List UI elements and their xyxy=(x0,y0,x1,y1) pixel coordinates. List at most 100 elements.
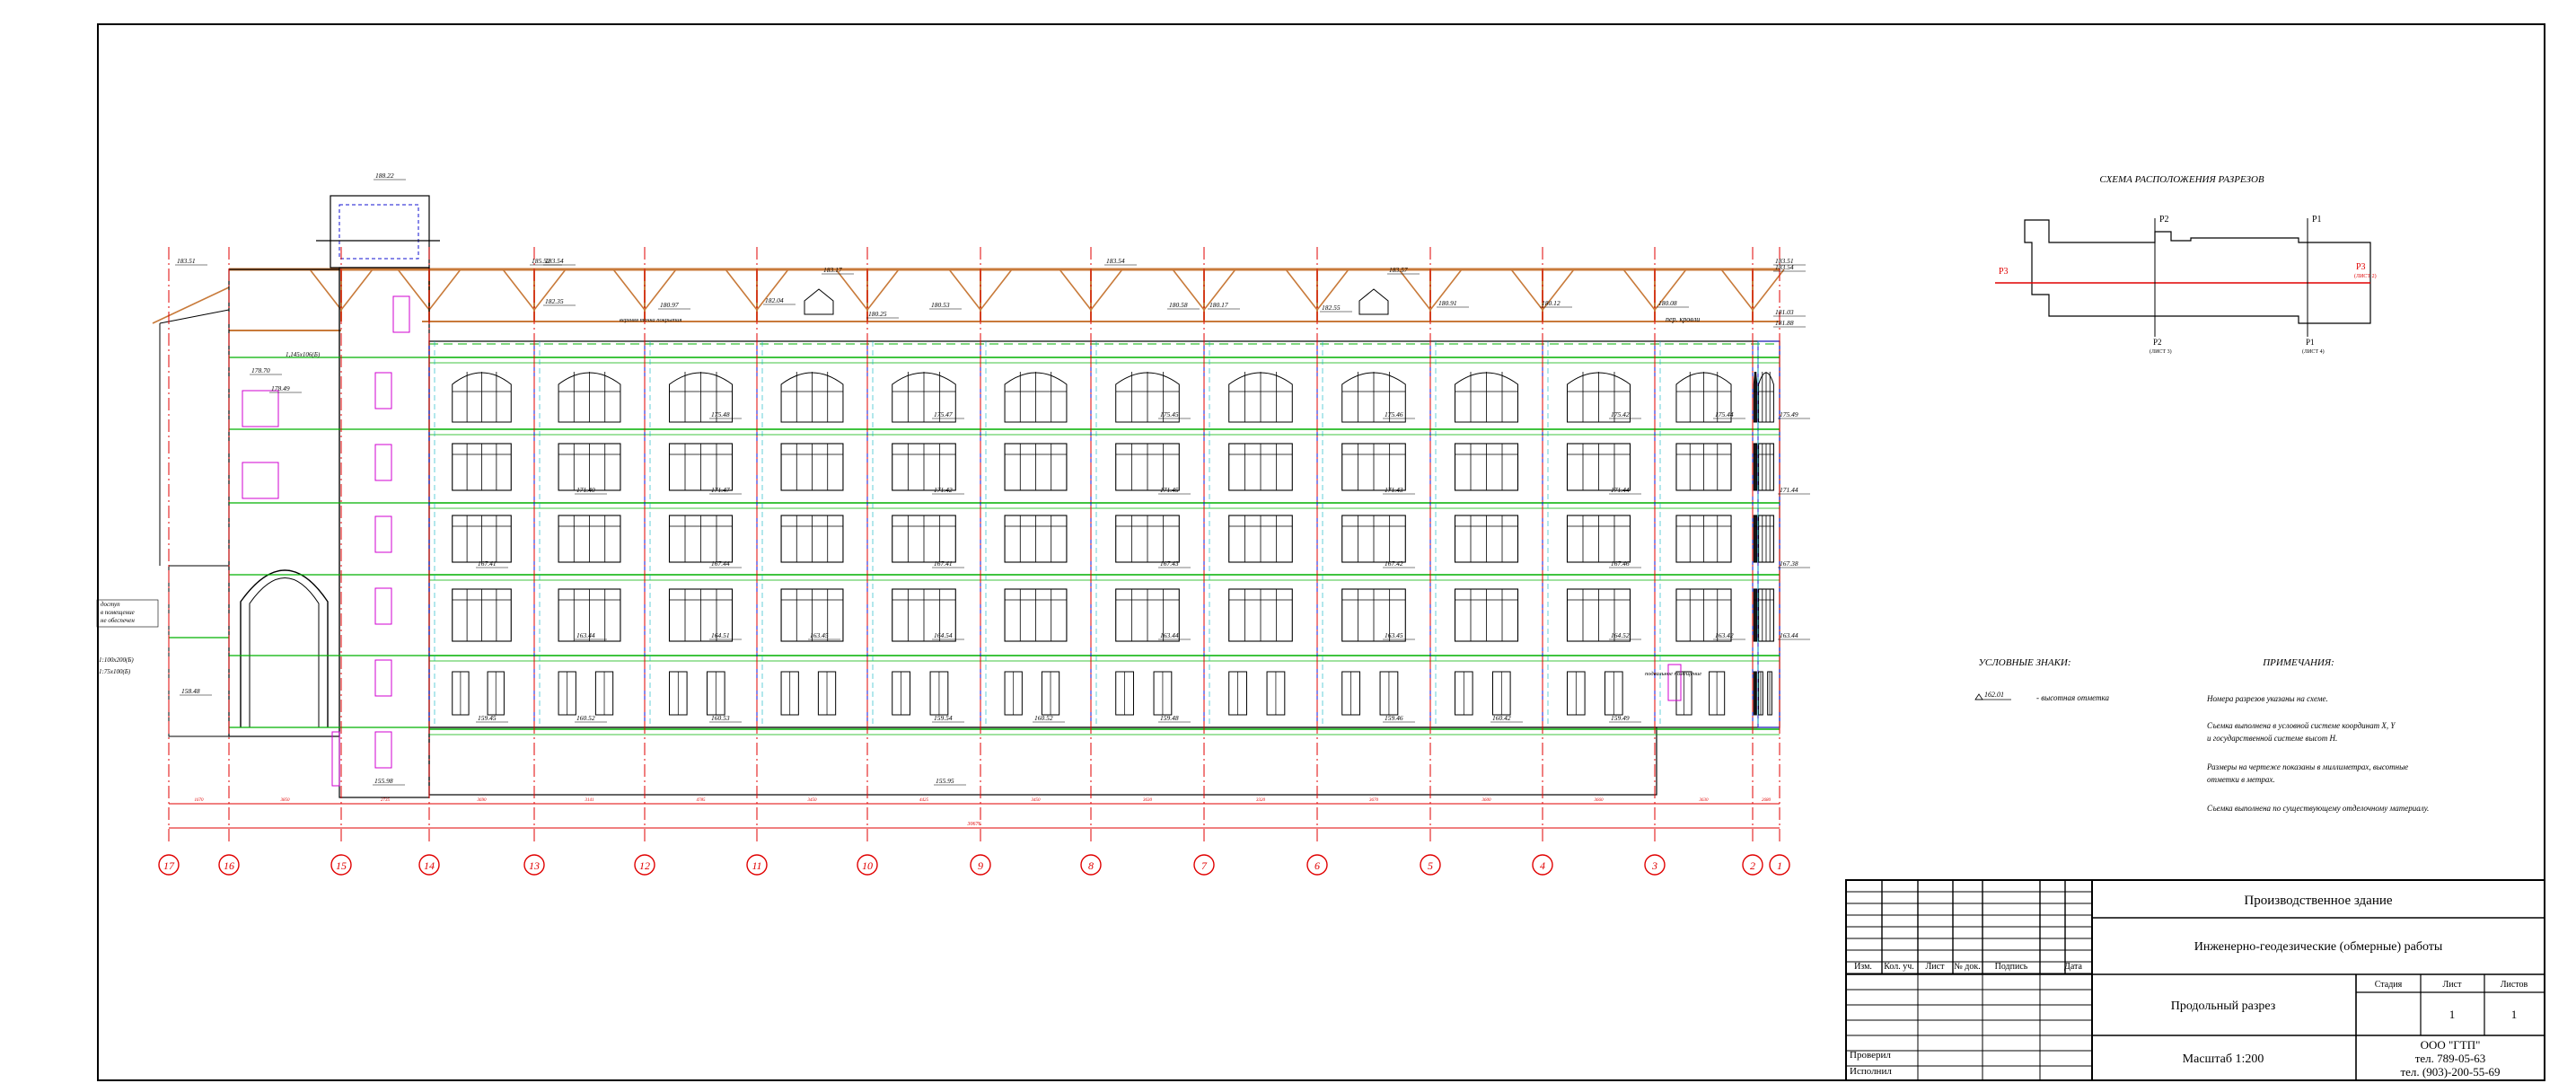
basement xyxy=(428,727,1657,796)
notes-title: ПРИМЕЧАНИЯ: xyxy=(2262,657,2334,668)
note-3: и государственной системе высот Н. xyxy=(2207,734,2337,743)
axis-bubble xyxy=(418,854,440,876)
tb-col-sign: Подпись xyxy=(1995,962,2028,972)
roof-brace xyxy=(725,269,758,311)
axis-bubble xyxy=(1769,854,1790,876)
elevation-top: 183.51 xyxy=(1775,257,1794,265)
dimension-value: 3450 xyxy=(808,798,818,803)
tb-object: Производственное здание xyxy=(2244,894,2392,908)
axis-bubble xyxy=(1420,854,1441,876)
elevation-floor4: 171.42 xyxy=(934,486,953,494)
tb-phone2: тел. (903)-200-55-69 xyxy=(2400,1065,2500,1079)
axis-bubble xyxy=(1644,854,1666,876)
elevation-floor1: 159.54 xyxy=(934,714,953,722)
roof-brace xyxy=(533,269,567,311)
arch-inner xyxy=(249,577,320,727)
axis-label: 13 xyxy=(529,859,540,872)
tb-col-kol: Кол. уч. xyxy=(1884,962,1914,972)
roof-brace xyxy=(340,269,374,311)
axis-bubble xyxy=(970,854,991,876)
elevation-cornice: 181.88 xyxy=(1775,319,1794,327)
title-block: Производственное здание Инженерно-геодез… xyxy=(1845,879,2545,1081)
title-block-grid xyxy=(1845,880,2093,1080)
dimension-value: 3690 xyxy=(478,798,488,803)
building-section xyxy=(152,195,1785,798)
note-no-access: доступ xyxy=(101,601,120,608)
roof-brace xyxy=(1752,269,1785,311)
roof-brace xyxy=(502,269,535,311)
tb-sheet-name: Продольный разрез xyxy=(2171,1000,2276,1013)
end-wall xyxy=(1757,340,1780,728)
tb-col-date: Дата xyxy=(2064,962,2082,972)
elevation-basement: 155.98 xyxy=(374,777,393,785)
elevation-top: 183.51 xyxy=(177,257,196,265)
scheme-title: СХЕМА РАСПОЛОЖЕНИЯ РАЗРЕЗОВ xyxy=(2099,174,2264,185)
axis-label: 2 xyxy=(1750,859,1755,872)
tower-window xyxy=(374,444,392,481)
elevation-floor3: 167.46 xyxy=(1611,559,1630,568)
label-window-size: 1,145x106(Б) xyxy=(286,351,321,358)
tower-body xyxy=(338,267,430,798)
elevation-floor1: 160.42 xyxy=(1492,714,1511,722)
tb-sheets-label: Листов xyxy=(2501,980,2528,990)
scheme-sheet-p3: (ЛИСТ 2) xyxy=(2354,273,2377,279)
window-arched xyxy=(892,372,956,423)
elevation-cornice: 180.08 xyxy=(1658,299,1677,307)
elevation-cornice: 181.03 xyxy=(1775,308,1794,316)
elevation-floor2: 163.42 xyxy=(1715,631,1734,639)
elevation-top: 183.57 xyxy=(1389,266,1408,274)
roof-brace xyxy=(1654,269,1687,311)
axis-bubble xyxy=(1306,854,1328,876)
scheme-label-p2-bottom: Р2 xyxy=(2153,338,2162,347)
elevation-floor4: 171.40 xyxy=(576,486,595,494)
roof-brace xyxy=(1720,269,1754,311)
tower-window xyxy=(374,731,392,769)
elevation-floor5: 175.49 xyxy=(1780,410,1798,418)
window-arched xyxy=(452,372,512,423)
window-arched xyxy=(1758,372,1774,423)
axis-label: 10 xyxy=(862,859,873,872)
elevation-cornice: 180.25 xyxy=(868,310,887,318)
axis-bubble xyxy=(218,854,240,876)
tb-performed: Исполнил xyxy=(1850,1066,1892,1077)
scheme-sheet-p1: (ЛИСТ 4) xyxy=(2302,348,2325,355)
roof-brace xyxy=(644,269,677,311)
legend-title: УСЛОВНЫЕ ЗНАКИ: xyxy=(1978,657,2070,668)
window-arched xyxy=(1004,372,1068,423)
roof-brace xyxy=(1622,269,1656,311)
window-arched xyxy=(1115,372,1180,423)
door xyxy=(331,731,340,787)
tb-works: Инженерно-геодезические (обмерные) работ… xyxy=(2194,940,2443,954)
legend-triangle-icon xyxy=(1974,693,1983,700)
dimension-value: 3630 xyxy=(1700,798,1710,803)
arch-passage xyxy=(240,569,329,727)
tb-col-doc: № док. xyxy=(1954,962,1981,972)
note-5: отметки в метрах. xyxy=(2207,775,2275,784)
roof-brace xyxy=(980,269,1013,311)
roof-brace xyxy=(866,269,900,311)
dimension-value: 2680 xyxy=(1762,798,1772,803)
elevation-top: 188.22 xyxy=(375,172,394,180)
elevation-floor2: 163.45 xyxy=(810,631,829,639)
wing-window xyxy=(242,462,279,499)
elevation-floor5: 175.47 xyxy=(934,410,953,418)
scheme-outline xyxy=(2024,219,2371,324)
roof-brace xyxy=(948,269,981,311)
roof-brace xyxy=(1398,269,1431,311)
axis-bubble xyxy=(857,854,878,876)
elevation-floor1: 160.53 xyxy=(711,714,730,722)
roof-brace xyxy=(1203,269,1236,311)
elevation-floor2: 164.51 xyxy=(711,631,730,639)
window-arched xyxy=(669,372,733,423)
elevation-floor1: 159.49 xyxy=(1611,714,1630,722)
elevation-top: 183.54 xyxy=(545,257,564,265)
axis-bubble xyxy=(1532,854,1553,876)
scheme-label-p1: Р1 xyxy=(2312,215,2322,225)
axis-label: 7 xyxy=(1201,859,1208,872)
tb-sheet-label: Лист xyxy=(2443,980,2463,990)
tower-window xyxy=(374,515,392,553)
axis-label: 6 xyxy=(1314,859,1320,872)
window-arched xyxy=(1228,372,1293,423)
note-frame xyxy=(96,599,159,628)
